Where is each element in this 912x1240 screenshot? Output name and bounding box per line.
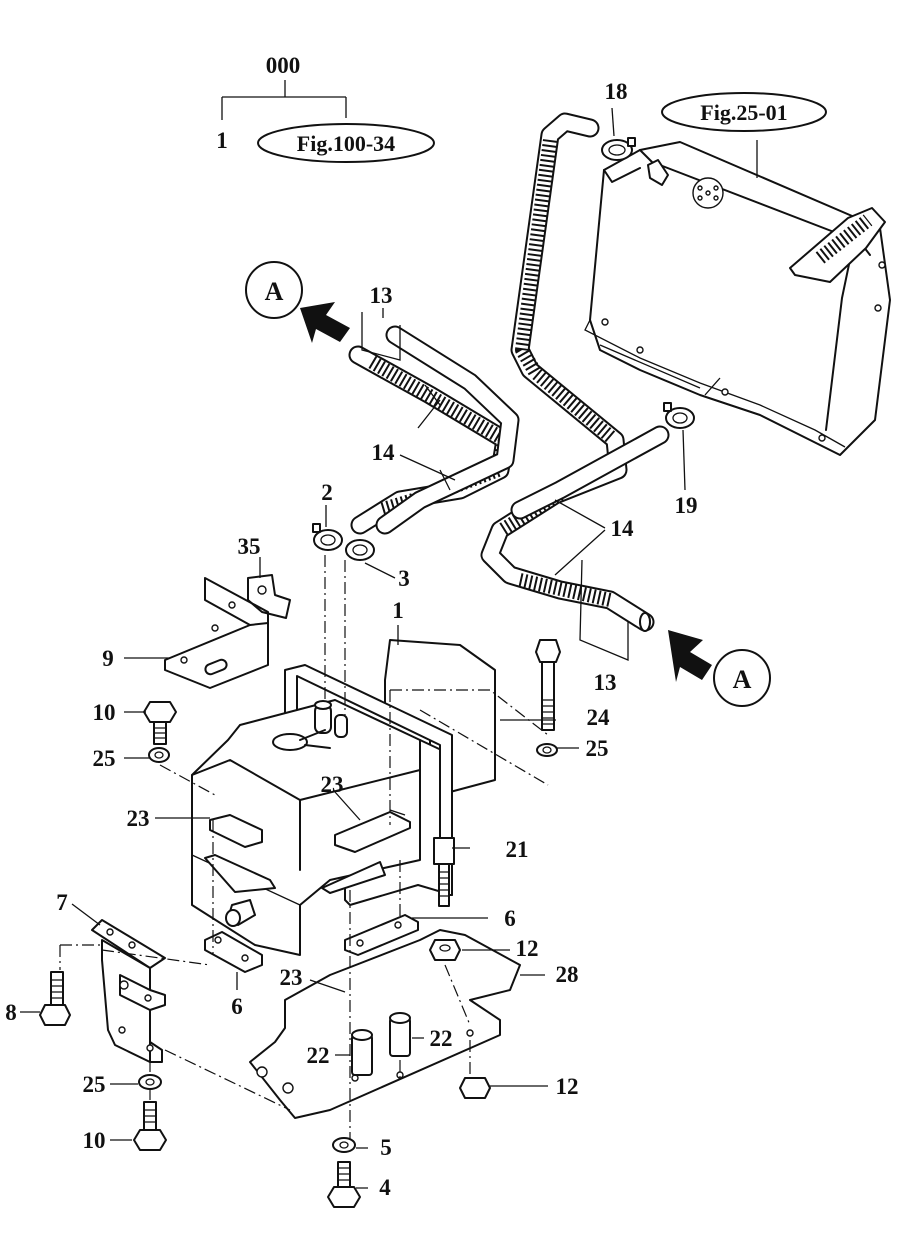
small-bracket-35: [247, 574, 291, 619]
callout-24: 24: [587, 705, 611, 730]
callout-19: 19: [675, 493, 698, 518]
tank-figure-reference-link[interactable]: Fig.25-01: [700, 100, 787, 125]
callout-21: 21: [506, 837, 529, 862]
assembly-item-number: 1: [216, 128, 228, 153]
callout-25-bottom: 25: [83, 1072, 106, 1097]
callout-14-upper: 14: [372, 440, 396, 465]
callout-5: 5: [380, 1135, 392, 1160]
callout-25-top: 25: [93, 746, 116, 771]
callout-18: 18: [605, 79, 628, 104]
callout-23-left: 23: [127, 806, 150, 831]
hose-clamp-19: [663, 402, 695, 429]
callout-4: 4: [379, 1175, 391, 1200]
tank-figure-reference-ellipse: [661, 92, 827, 132]
view-marker-top: A: [245, 261, 350, 343]
centre-lines: [59, 555, 549, 1140]
callout-6-right: 6: [504, 906, 516, 931]
callout-12-upper: 12: [516, 936, 539, 961]
callout-35: 35: [238, 534, 261, 559]
hose-clamps-2-3: [312, 523, 375, 561]
callout-3: 3: [398, 566, 410, 591]
fuel-reservoir-tank: [191, 639, 496, 956]
callout-6-left: 6: [231, 994, 243, 1019]
callout-25-right: 25: [586, 736, 609, 761]
mounting-bracket-9: [164, 577, 269, 689]
callout-13-lower: 13: [594, 670, 617, 695]
side-bracket-7: [91, 919, 166, 1063]
main-fuel-tank: [584, 141, 891, 456]
figure-reference-ellipse: [257, 123, 435, 163]
spacers-22: [351, 1012, 411, 1076]
callout-1: 1: [392, 598, 404, 623]
callout-23-top: 23: [321, 772, 344, 797]
callout-22-left: 22: [307, 1043, 330, 1068]
callout-8: 8: [5, 1000, 17, 1025]
callout-13-upper: 13: [370, 283, 393, 308]
callout-14-lower: 14: [611, 516, 635, 541]
upper-hose-pair: [348, 312, 520, 535]
callout-10-bottom: 10: [83, 1128, 106, 1153]
callout-23-bottom: 23: [280, 965, 303, 990]
callout-22-right: 22: [430, 1026, 453, 1051]
view-marker-bottom: A: [668, 630, 771, 707]
callout-7: 7: [56, 890, 68, 915]
callout-9: 9: [102, 646, 114, 671]
callout-numbers: 1 2 3 4 5 6 6 7 8 9 10 10 12 12 13 13 14…: [5, 79, 697, 1200]
callout-10-top: 10: [93, 700, 116, 725]
callout-12-lower: 12: [556, 1074, 579, 1099]
callout-2: 2: [321, 480, 333, 505]
svg-text:A: A: [733, 665, 752, 694]
figure-reference-link[interactable]: Fig.100-34: [297, 131, 395, 156]
base-plate-28: [249, 929, 521, 1119]
assembly-header: 000 1 Fig.100-34: [216, 53, 435, 163]
return-hose: [480, 112, 670, 661]
callout-28: 28: [556, 962, 579, 987]
fasteners: [39, 639, 561, 1208]
svg-text:A: A: [265, 277, 284, 306]
assembly-code: 000: [266, 53, 301, 78]
hose-clamp-18: [601, 137, 636, 161]
callout-leaders: [20, 107, 686, 1189]
